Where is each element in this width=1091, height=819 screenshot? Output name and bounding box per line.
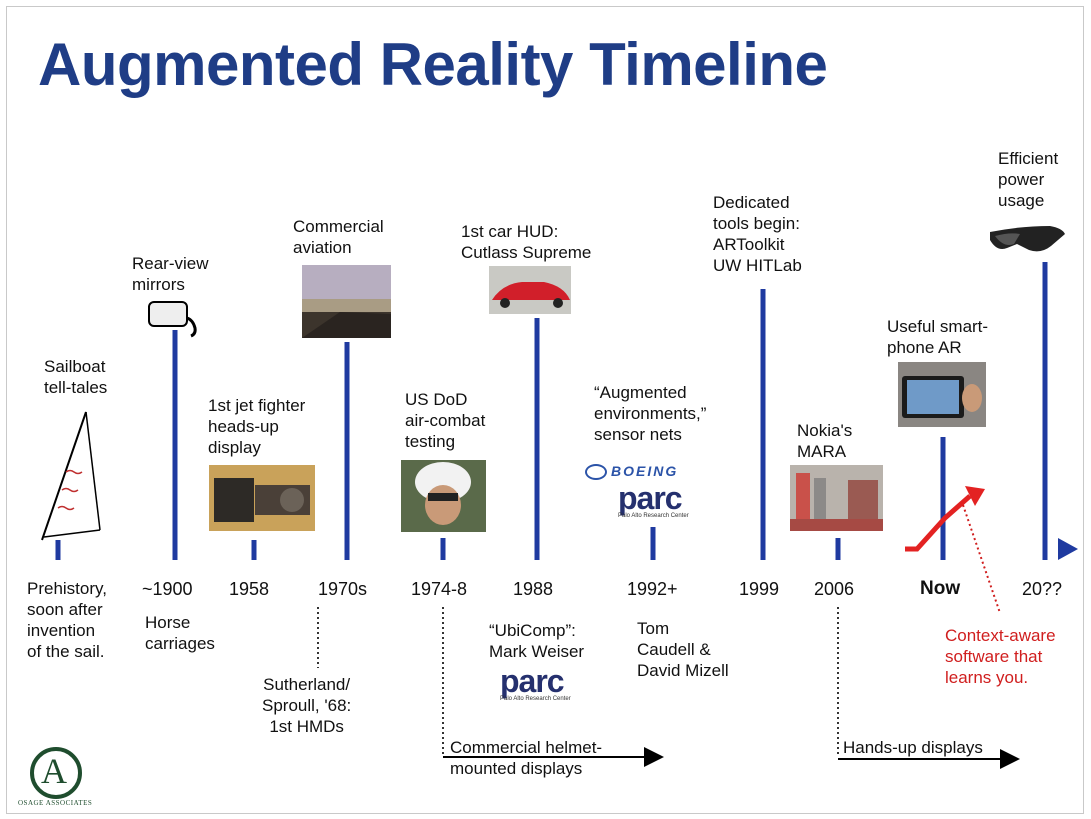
year-1970s: 1970s xyxy=(318,579,368,599)
nokia-mara-photo xyxy=(790,465,883,531)
smartphone-ar-photo xyxy=(898,362,986,427)
event-augmented: “Augmented environments,” sensor nets xyxy=(594,383,707,444)
osage-logo-graphic xyxy=(30,747,82,799)
boeing-logo: BOEING xyxy=(585,463,679,481)
timeline-axis-arrowhead xyxy=(1058,538,1078,560)
parc-logo-subtitle: Palo Alto Research Center xyxy=(618,513,689,519)
year-now: Now xyxy=(920,578,961,599)
osage-logo-name: OSAGE ASSOCIATES xyxy=(18,799,93,807)
event-aviation: Commercial aviation xyxy=(293,217,384,257)
event-nokia: Nokia's MARA xyxy=(797,421,853,461)
year-2006: 2006 xyxy=(814,579,855,599)
event-dod: US DoD air-combat testing xyxy=(405,390,486,451)
year-1900: ~1900 xyxy=(142,579,193,599)
note-sutherland: Sutherland/ Sproull, '68: 1st HMDs xyxy=(262,675,352,736)
note-horse: Horse carriages xyxy=(145,613,215,653)
note-ubicomp: “UbiComp”: Mark Weiser xyxy=(489,621,585,661)
year-1992: 1992+ xyxy=(627,579,678,599)
note-caudell: Tom Caudell & David Mizell xyxy=(637,619,729,680)
trend-arrowhead xyxy=(965,486,985,506)
note-context: Context-aware software that learns you. xyxy=(945,626,1056,687)
note-handsup: Hands-up displays xyxy=(843,738,983,757)
parc-logo-text: parc xyxy=(500,663,565,699)
year-1958: 1958 xyxy=(229,579,270,599)
aviation-cockpit-photo xyxy=(302,265,391,338)
year-future: 20?? xyxy=(1022,579,1063,599)
note-helmet: Commercial helmet- mounted displays xyxy=(450,738,603,778)
parc-logo-1988: parc Palo Alto Research Center xyxy=(500,663,571,702)
event-efficient: Efficient power usage xyxy=(998,149,1059,210)
year-1974: 1974-8 xyxy=(411,579,468,599)
parc-logo-text: parc xyxy=(618,480,683,516)
year-prehistory: Prehistory, soon after invention of the … xyxy=(27,579,107,661)
year-1988: 1988 xyxy=(513,579,554,599)
event-tools: Dedicated tools begin: ARToolkit UW HITL… xyxy=(713,193,802,275)
jet-hud-photo xyxy=(209,465,315,531)
event-rearview: Rear-view mirrors xyxy=(132,254,209,294)
event-carhud: 1st car HUD: Cutlass Supreme xyxy=(461,222,592,262)
dod-helmet-photo xyxy=(401,460,486,532)
boeing-logo-text: BOEING xyxy=(611,463,679,479)
osage-logo-letter: A xyxy=(41,751,67,791)
leader-context xyxy=(962,504,1001,614)
parc-logo-subtitle: Palo Alto Research Center xyxy=(500,696,571,702)
trend-arrow xyxy=(905,494,972,552)
event-jet: 1st jet fighter heads-up display xyxy=(208,396,306,457)
sailboat-telltale-illustration xyxy=(41,411,101,541)
event-sailboat: Sailboat tell-tales xyxy=(44,357,108,397)
year-1999: 1999 xyxy=(739,579,780,599)
boeing-logo-mark xyxy=(585,464,607,481)
car-photo xyxy=(489,266,571,314)
parc-logo-1992: parc Palo Alto Research Center xyxy=(618,480,689,519)
smart-glasses-illustration xyxy=(990,226,1065,252)
rear-view-mirror-illustration xyxy=(148,301,197,338)
event-smartphone: Useful smart- phone AR xyxy=(887,317,989,357)
slide-title: Augmented Reality Timeline xyxy=(38,31,828,98)
